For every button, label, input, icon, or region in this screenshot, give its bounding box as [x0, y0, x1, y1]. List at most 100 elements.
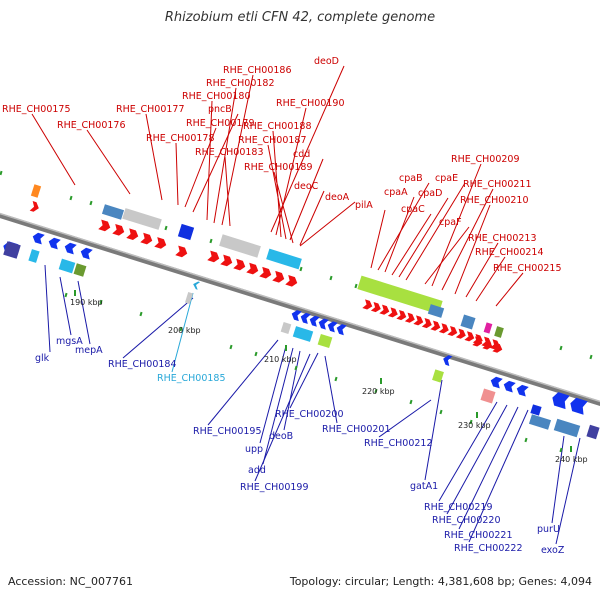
leader-lines	[31, 65, 581, 545]
tick-mark	[285, 345, 287, 351]
gene-label-top: RHE_CH00177	[116, 104, 185, 115]
forward-gene-arrow	[220, 254, 233, 267]
gene-block	[101, 204, 125, 220]
leader-line	[458, 406, 519, 530]
forward-gene-arrow	[259, 266, 272, 279]
gene-label-bottom: RHE_CH00201	[322, 424, 391, 435]
leader-line	[192, 113, 239, 213]
forward-gene-arrow	[421, 317, 432, 329]
gene-label-top: RHE_CH00180	[182, 91, 251, 102]
reverse-gene-arrow	[291, 310, 302, 322]
gene-label-bottom: exoZ	[541, 545, 565, 556]
gene-label-top: deoC	[294, 181, 319, 192]
reverse-gene-arrow	[552, 392, 570, 410]
gene-label-top: cpaA	[384, 187, 408, 198]
gene-block	[30, 184, 42, 198]
leader-line	[273, 171, 294, 244]
tick-label: 230 kbp	[458, 421, 491, 430]
forward-gene-arrow	[370, 302, 381, 313]
tick-dot	[354, 283, 358, 289]
gene-label-top: RHE_CH00186	[223, 65, 292, 76]
tick-dot	[99, 299, 103, 305]
gene-block	[494, 326, 504, 338]
gene-block	[28, 249, 40, 263]
gene-label-bottom: RHE_CH00222	[454, 543, 523, 554]
leader-line	[77, 280, 91, 345]
tick-dot	[469, 419, 473, 425]
forward-gene-arrow	[482, 339, 493, 350]
reverse-gene-arrow	[64, 242, 77, 255]
leader-line	[213, 87, 237, 224]
gene-label-top: RHE_CH00179	[186, 118, 255, 129]
gene-block	[530, 404, 542, 416]
reverse-gene-arrow	[336, 324, 347, 336]
forward-gene-arrow	[233, 258, 246, 271]
reverse-gene-arrow	[309, 315, 320, 327]
forward-gene-arrow	[438, 323, 449, 334]
forward-gene-arrow	[112, 223, 125, 236]
tick-dot	[69, 195, 73, 201]
leader-line	[465, 242, 499, 298]
gene-label-top: RHE_CH00209	[451, 154, 520, 165]
reverse-gene-arrow	[516, 384, 529, 397]
reverse-gene-arrow	[32, 232, 45, 245]
tick-dot	[524, 437, 528, 443]
forward-gene-arrow	[207, 250, 220, 263]
reverse-gene-arrow	[193, 281, 201, 290]
gene-label-bottom: deoB	[269, 431, 293, 442]
gene-label-top: RHE_CH00176	[57, 120, 126, 131]
leader-line	[398, 197, 449, 278]
gene-label-bottom: RHE_CH00195	[193, 426, 262, 437]
gene-block	[219, 234, 261, 258]
genome-title: Rhizobium etli CFN 42, complete genome	[164, 10, 436, 25]
genome-backbone-highlight	[0, 212, 600, 403]
forward-gene-arrow	[413, 315, 424, 326]
gene-block	[184, 292, 194, 304]
tick-dot	[589, 354, 593, 360]
gene-block	[58, 258, 76, 274]
gene-label-bottom: RHE_CH00185	[157, 373, 226, 384]
tick-dot	[254, 351, 258, 357]
forward-gene-arrow	[126, 228, 139, 240]
leader-line	[145, 113, 163, 201]
forward-gene-arrow	[464, 331, 475, 342]
forward-gene-arrow	[272, 270, 285, 283]
gene-label-top: cpaD	[418, 188, 442, 199]
gene-label-top: cpaE	[435, 173, 458, 184]
tick-dot	[229, 344, 233, 350]
leader-line	[259, 345, 287, 444]
gene-label-bottom: upp	[245, 444, 263, 455]
tick-dot	[179, 326, 183, 332]
tick-dot	[409, 399, 413, 405]
reverse-gene-arrow	[503, 380, 516, 393]
gene-label-top: RHE_CH00210	[460, 195, 529, 206]
leader-line	[283, 350, 301, 431]
leader-line	[431, 163, 482, 287]
leader-line	[424, 379, 443, 481]
forward-gene-arrow	[29, 201, 39, 212]
forward-gene-arrow	[396, 310, 407, 321]
leader-line	[184, 127, 217, 208]
gene-block	[357, 275, 443, 315]
leader-line	[377, 182, 430, 271]
tick-label: 190 kbp	[70, 298, 103, 307]
gene-label-top: RHE_CH00190	[276, 98, 345, 109]
gene-label-top: RHE_CH00178	[146, 133, 215, 144]
gene-block	[3, 241, 21, 259]
gene-features	[3, 184, 600, 440]
gene-label-top: deoA	[325, 192, 350, 203]
tick-dot	[0, 170, 3, 176]
leader-line	[299, 190, 325, 246]
gene-label-bottom: RHE_CH00184	[108, 359, 177, 370]
leader-line	[446, 404, 508, 515]
leader-line	[59, 276, 72, 336]
gene-label-top: cpaF	[439, 217, 462, 228]
gene-label-top: RHE_CH00215	[493, 263, 562, 274]
leader-line	[122, 297, 194, 359]
forward-gene-arrow	[379, 304, 390, 315]
leader-line	[206, 100, 213, 221]
gene-block	[553, 418, 581, 438]
gene-block	[122, 208, 162, 230]
